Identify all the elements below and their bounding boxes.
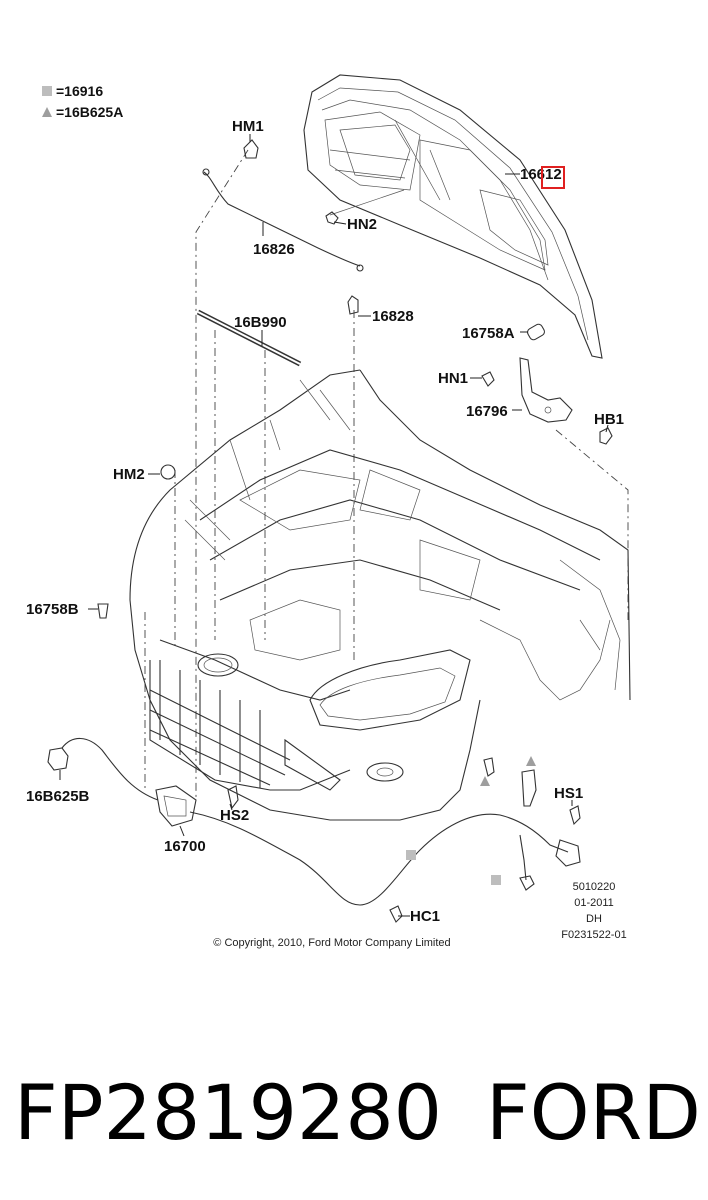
callout-16b990: 16B990	[234, 314, 287, 331]
callout-16758b: 16758B	[26, 601, 79, 618]
info-line-1: 5010220	[573, 881, 616, 893]
callout-16700: 16700	[164, 838, 206, 855]
latch-and-cables	[47, 737, 581, 906]
callout-hc1: HC1	[410, 908, 440, 925]
leader-lines	[144, 149, 629, 800]
callout-hs1: HS1	[554, 785, 583, 802]
legend-triangle-text: =16B625A	[56, 104, 123, 120]
callout-hm1: HM1	[232, 118, 264, 135]
prop-rod	[202, 168, 364, 272]
fasteners	[97, 139, 613, 923]
callout-16612: 16612	[520, 166, 562, 183]
callout-16796: 16796	[466, 403, 508, 420]
highlight-box	[541, 166, 565, 189]
parts-diagram: =16916 =16B625A	[26, 74, 631, 949]
copyright: © Copyright, 2010, Ford Motor Company Li…	[213, 937, 450, 949]
callout-hs2: HS2	[220, 807, 249, 824]
square-marker	[491, 875, 501, 885]
brand-name: FORD	[486, 1068, 701, 1157]
callout-16828: 16828	[372, 308, 414, 325]
info-line-4: F0231522-01	[561, 929, 626, 941]
info-line-2: 01-2011	[574, 897, 614, 909]
part-number: FP2819280	[14, 1068, 443, 1157]
callout-16b625b: 16B625B	[26, 788, 90, 805]
triangle-marker	[480, 776, 490, 786]
callout-hb1: HB1	[594, 411, 624, 428]
hood-panel	[303, 74, 603, 359]
vehicle-front-body	[129, 369, 631, 821]
callout-hm2: HM2	[113, 466, 145, 483]
callout-16826: 16826	[253, 241, 295, 258]
callout-hn2: HN2	[347, 216, 377, 233]
info-line-3: DH	[586, 913, 602, 925]
legend-square-text: =16916	[56, 83, 103, 99]
callout-hn1: HN1	[438, 370, 468, 387]
callout-leaders	[59, 134, 609, 917]
hinge	[519, 357, 573, 423]
legend-triangle-marker	[42, 107, 52, 117]
callout-16758a: 16758A	[462, 325, 515, 342]
legend-square-marker	[42, 86, 52, 96]
square-marker	[406, 850, 416, 860]
triangle-marker	[526, 756, 536, 766]
